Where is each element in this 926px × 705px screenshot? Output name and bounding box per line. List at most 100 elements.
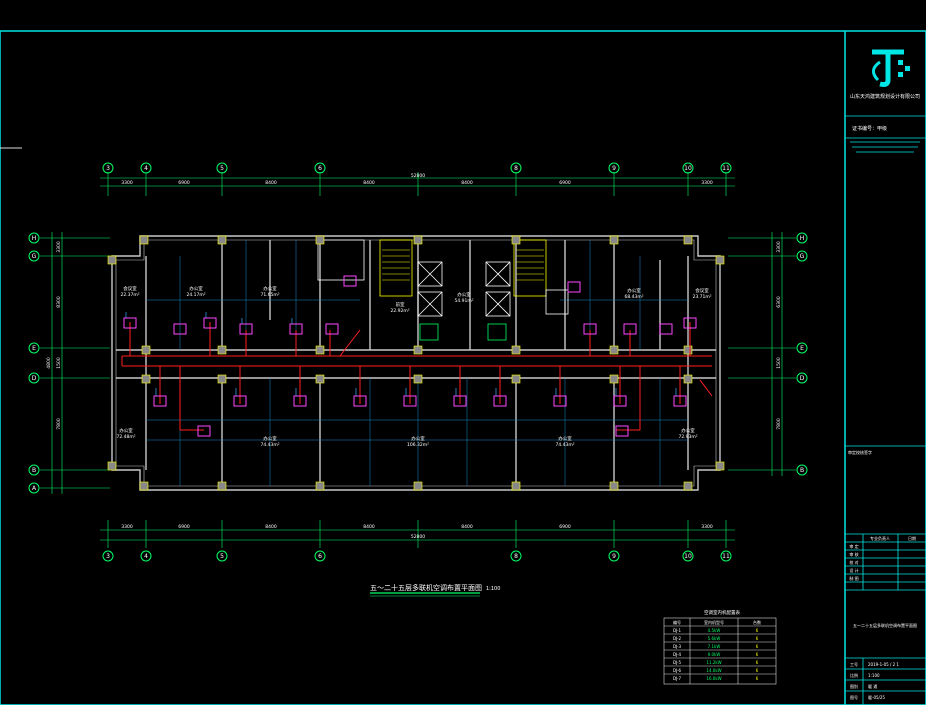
room-area: 72.48m² [116, 434, 135, 440]
legend-cell: 6 [756, 636, 759, 641]
axis-label: B [800, 467, 804, 474]
legend-cell: 6 [756, 660, 759, 665]
dim-text: 8400 [461, 524, 473, 530]
legend-cell: DJ-1 [673, 628, 682, 633]
info-label: 图号 [850, 694, 858, 700]
title-block: 山东天鸿建筑规划设计有限公司 证书编号：甲级 审定校核签字 专业负责人 日期 审… [845, 48, 926, 705]
info-value: 暖-05/25 [868, 694, 885, 700]
room-name: 办公室 [119, 427, 133, 434]
dim-text: 3300 [56, 241, 62, 253]
legend-cell: 16.0kW [706, 676, 721, 681]
dim-text: 8400 [265, 180, 277, 186]
axis-label: 3 [106, 553, 110, 560]
room-area: 74.43m² [260, 442, 279, 448]
room-area: 74.43m² [555, 442, 574, 448]
legend-cell: DJ-4 [673, 652, 682, 657]
dim-text: 8400 [265, 524, 277, 530]
room-name: 办公室 [457, 291, 471, 298]
left-axis: H G E D B A 3300 8300 1500 7800 4800 [28, 232, 110, 494]
legend-cell: 9.0kW [708, 652, 721, 657]
dim-text: 8300 [56, 296, 62, 308]
axis-label: 10 [684, 165, 692, 172]
axis-label: D [32, 375, 37, 382]
indoor-units [123, 275, 697, 437]
legend-cell: DJ-6 [673, 668, 682, 673]
company-logo [870, 48, 910, 87]
axis-label: 11 [722, 165, 730, 172]
legend-cell: 7.1kW [708, 644, 721, 649]
top-axis: 3 4 5 6 8 9 10 11 3300 6900 8400 8400 84… [100, 162, 735, 196]
cert-text: 证书编号：甲级 [852, 125, 887, 132]
legend-cell: 14.0kW [706, 668, 721, 673]
plan-title-block: 五～二十五层多联机空调布置平面图 1:100 [370, 583, 500, 597]
axis-label: G [800, 253, 805, 260]
plan-title: 五～二十五层多联机空调布置平面图 [370, 583, 482, 592]
legend-table: 空调室内机配置表 编号 室内机型号 台数 DJ-1 4.5kW 6 DJ-2 5… [663, 609, 777, 685]
axis-label: E [800, 345, 804, 352]
room-name: 办公室 [558, 435, 572, 442]
info-label: 图别 [850, 683, 858, 689]
room-name: 办公室 [263, 285, 277, 292]
dim-text: 3300 [701, 524, 713, 530]
axis-label: 6 [318, 553, 322, 560]
legend-cell: 5.6kW [708, 636, 721, 641]
room-area: 23.71m² [692, 294, 711, 300]
axis-label: 8 [514, 165, 518, 172]
room-name: 办公室 [681, 427, 695, 434]
room-area: 54.91m² [454, 298, 473, 304]
sig-header: 日期 [908, 535, 916, 541]
legend-cell: 6 [756, 676, 759, 681]
dim-text: 4800 [46, 357, 52, 369]
sig-row: 校 对 [849, 559, 858, 565]
dim-text: 6900 [559, 524, 571, 530]
dim-text: 6900 [559, 180, 571, 186]
axis-label: A [32, 485, 37, 492]
info-value: 2019-1-05 / 2 1 [868, 662, 899, 667]
room-name: 办公室 [189, 285, 203, 292]
axis-label: G [32, 253, 37, 260]
axis-label: 9 [612, 165, 616, 172]
dim-text: 3300 [121, 180, 133, 186]
sig-header: 专业负责人 [870, 535, 890, 541]
legend-header: 室内机型号 [704, 619, 724, 625]
duct-branches [125, 312, 677, 396]
legend-header: 台数 [753, 619, 761, 625]
axis-label: 3 [106, 165, 110, 172]
structural-columns [107, 235, 725, 491]
dim-text: 8400 [461, 180, 473, 186]
drawing-name: 五～二十五层多联机空调布置平面图 [853, 622, 917, 628]
overall-dim: 52800 [411, 534, 425, 540]
room-area: 68.43m² [624, 294, 643, 300]
legend-cell: 6 [756, 628, 759, 633]
room-area: 72.93m² [678, 434, 697, 440]
room-area: 22.92m² [390, 308, 409, 314]
dim-text: 7800 [776, 418, 782, 430]
axis-label: 5 [220, 553, 224, 560]
company-name: 山东天鸿建筑规划设计有限公司 [850, 93, 920, 100]
legend-cell: 4.5kW [708, 628, 721, 633]
room-area: 24.17m² [186, 292, 205, 298]
dim-text: 1500 [776, 357, 782, 369]
dim-text: 3300 [701, 180, 713, 186]
axis-label: E [32, 345, 36, 352]
overall-dim: 52800 [411, 173, 425, 179]
info-value: 暖 通 [868, 683, 877, 689]
legend-cell: DJ-3 [673, 644, 682, 649]
axis-label: 9 [612, 553, 616, 560]
axis-label: 5 [220, 165, 224, 172]
axis-label: H [32, 235, 37, 242]
info-value: 1:100 [868, 673, 880, 678]
axis-label: D [800, 375, 805, 382]
room-name: 会议室 [695, 287, 709, 294]
sig-row: 设 计 [849, 567, 858, 573]
dim-text: 3300 [121, 524, 133, 530]
sig-row: 制 图 [849, 575, 858, 581]
ceiling-grid [146, 240, 688, 486]
legend-cell: DJ-2 [673, 636, 682, 641]
sig-row: 审 定 [849, 543, 858, 549]
legend-cell: 6 [756, 644, 759, 649]
dim-text: 8400 [363, 180, 375, 186]
dim-text: 8400 [363, 524, 375, 530]
room-name: 办公室 [263, 435, 277, 442]
sig-row: 审 核 [849, 551, 858, 557]
